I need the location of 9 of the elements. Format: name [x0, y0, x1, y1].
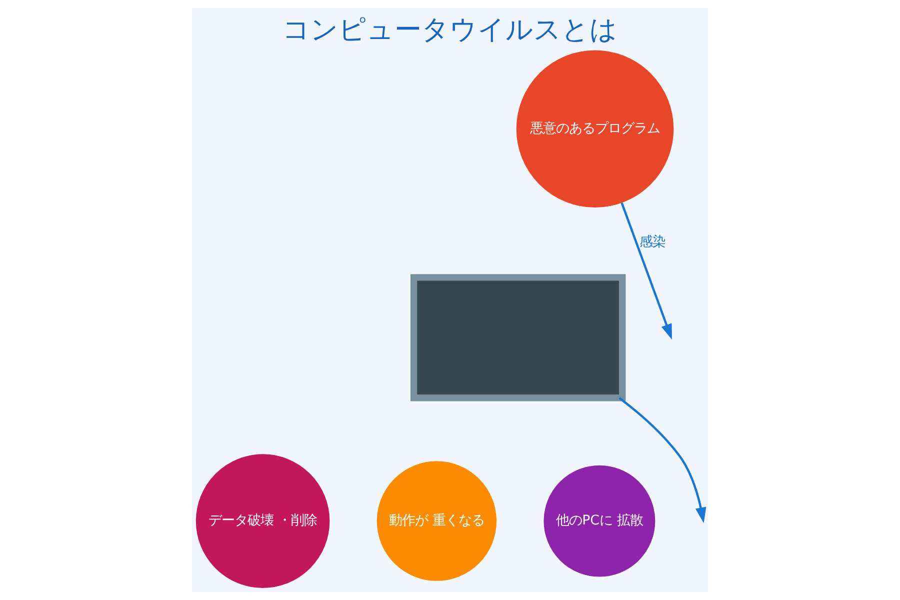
node-box	[410, 274, 626, 402]
node-circle: 他のPCに 拡散	[544, 465, 656, 577]
node-circle: 動作が 重くなる	[376, 461, 497, 581]
node-circle: 悪意のあるプログラム	[516, 50, 674, 208]
edge-label: 感染	[639, 234, 666, 250]
diagram-title: コンピュータウイルスとは	[282, 14, 618, 46]
arrow	[620, 202, 672, 340]
arrow	[618, 397, 706, 524]
node-circle: データ破壊 ・削除	[196, 454, 330, 588]
